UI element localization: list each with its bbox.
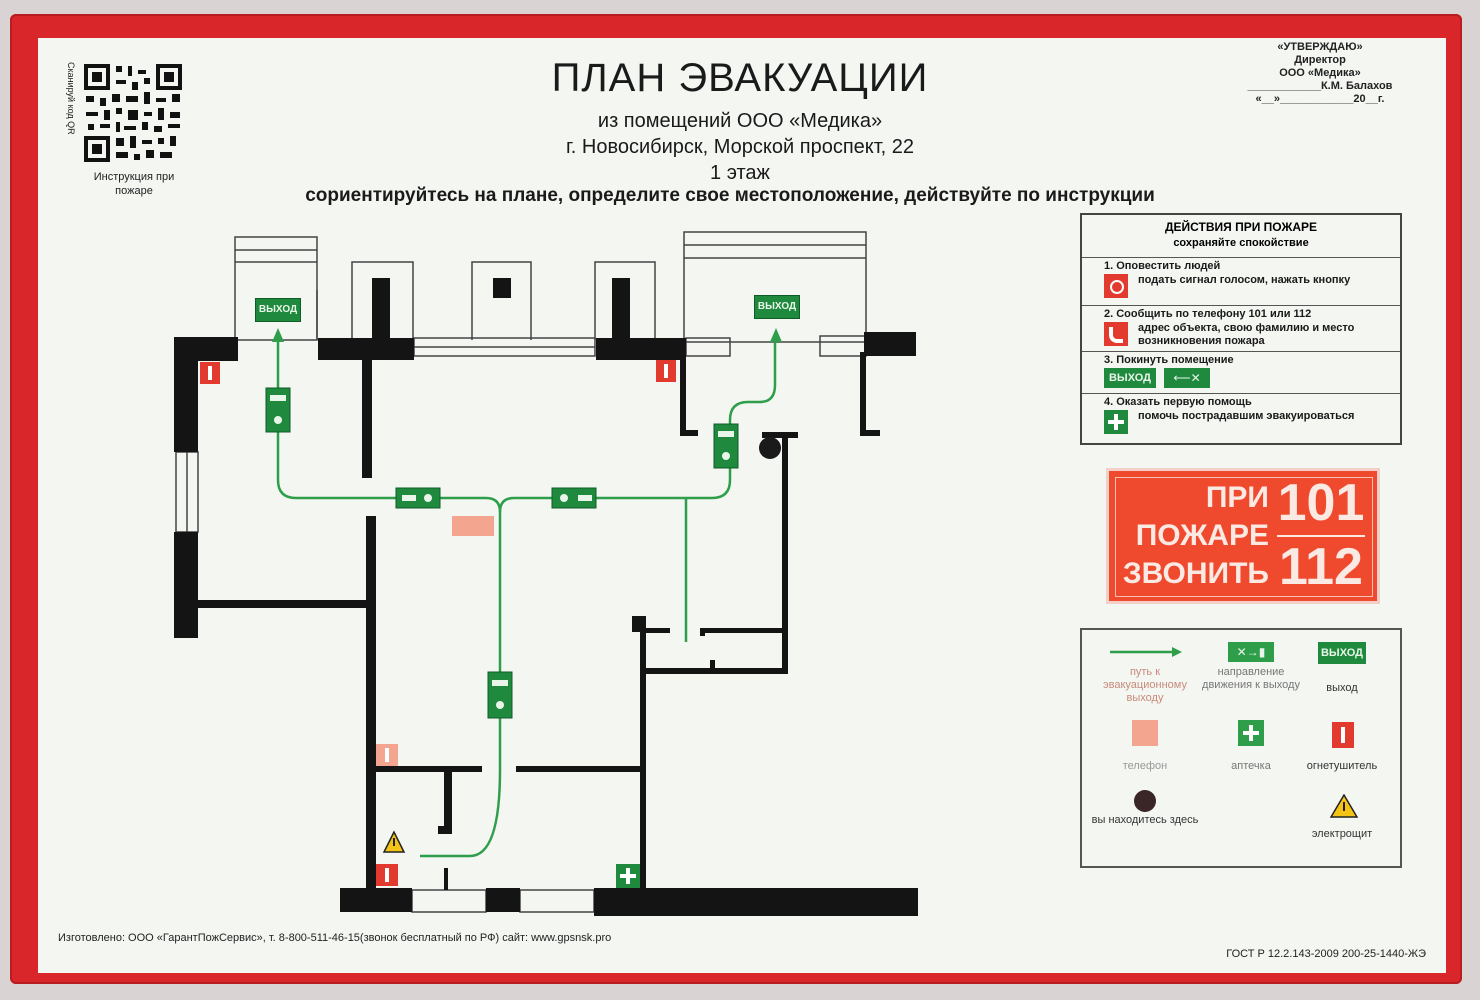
qr-side-text: Сканируй код QR [66, 62, 76, 135]
fire-call-number-112: 112 [1279, 538, 1363, 596]
floor-plan [174, 231, 918, 916]
extinguisher-icon [1332, 722, 1354, 748]
action-heading: 3. Покинуть помещение [1104, 354, 1234, 366]
fire-call-box: ПРИ ПОЖАРЕ ЗВОНИТЬ 101 112 [1106, 468, 1380, 604]
action-heading: 4. Оказать первую помощь [1104, 396, 1252, 408]
electrical-panel-icon [1330, 794, 1358, 818]
legend-panel-label: электрощит [1311, 828, 1373, 840]
exit-sign-right: ВЫХОД [754, 295, 800, 319]
subtitle-company: из помещений ООО «Медика» [597, 110, 883, 132]
fire-call-line1: ПРИ [1205, 481, 1269, 514]
fire-actions-box: ДЕЙСТВИЯ ПРИ ПОЖАРЕ сохраняйте спокойств… [1080, 213, 1402, 445]
exit-sign-icon: ВЫХОД [1318, 642, 1366, 664]
phone-icon [1104, 322, 1128, 346]
fire-call-number-101: 101 [1277, 474, 1365, 532]
first-aid-icon [1104, 410, 1128, 434]
action-step-4: 4. Оказать первую помощь помочь пострада… [1082, 393, 1400, 442]
legend-extinguisher-label: огнетушитель [1306, 760, 1378, 772]
exit-sign-left: ВЫХОД [255, 298, 301, 322]
action-text: подать сигнал голосом, нажать кнопку [1138, 274, 1351, 286]
approval-line: «УТВЕРЖДАЮ» [1277, 41, 1363, 53]
legend-direction-label: направление движения к выходу [1202, 666, 1300, 691]
direction-sign-icon [551, 487, 597, 509]
action-text: адрес объекта, свою фамилию и место возн… [1138, 322, 1355, 347]
walls [174, 278, 918, 916]
alarm-button-icon [1104, 274, 1128, 298]
extinguishers [200, 360, 676, 886]
direction-sign-icon [713, 423, 739, 469]
fire-call-line3: ЗВОНИТЬ [1122, 557, 1269, 590]
qr-caption: Инструкция при пожаре [93, 171, 175, 197]
route-arrow-icon [272, 328, 284, 342]
approval-block: «УТВЕРЖДАЮ» Директор ООО «Медика» ______… [1210, 41, 1430, 106]
footer-gost: ГОСТ Р 12.2.143-2009 200-25-1440-ЖЭ [1226, 948, 1426, 960]
phone-icon [452, 516, 494, 536]
legend-exit-label: выход [1326, 682, 1358, 694]
action-step-2: 2. Сообщить по телефону 101 или 112 адре… [1082, 305, 1400, 352]
exit-direction-icon: ⟵✕ [1164, 368, 1210, 388]
action-heading: 2. Сообщить по телефону 101 или 112 [1104, 308, 1312, 320]
you-are-here-icon [759, 437, 781, 459]
direction-sign-icon: ✕→▮ [1228, 642, 1274, 662]
route-arrow-icon [770, 328, 782, 342]
phone-icon [1132, 720, 1158, 746]
action-step-1: 1. Оповестить людей подать сигнал голосо… [1082, 257, 1400, 306]
subtitle-address: г. Новосибирск, Морской проспект, 22 [565, 136, 915, 158]
direction-signs [265, 387, 739, 719]
you-are-here-icon [1134, 790, 1156, 812]
evacuation-route [276, 340, 777, 858]
action-step-3: 3. Покинуть помещение ВЫХОД ⟵✕ [1082, 351, 1400, 394]
action-text: помочь пострадавшим эвакуироваться [1138, 410, 1355, 422]
exit-sign-icon: ВЫХОД [1104, 368, 1156, 388]
subtitle-floor: 1 этаж [710, 162, 770, 184]
direction-sign-icon [395, 487, 441, 509]
legend-phone-label: телефон [1122, 760, 1168, 772]
approval-line: ____________К.М. Балахов [1247, 80, 1393, 92]
action-heading: 1. Оповестить людей [1104, 260, 1221, 272]
direction-sign-icon [487, 671, 513, 719]
legend-route-label: путь к эвакуационному выходу [1103, 666, 1187, 704]
footer-maker: Изготовлено: ООО «ГарантПожСервис», т. 8… [58, 932, 612, 944]
fire-call-line2: ПОЖАРЕ [1135, 519, 1269, 552]
approval-line: «__»____________20__г. [1255, 93, 1385, 105]
direction-sign-icon [265, 387, 291, 433]
approval-line: ООО «Медика» [1279, 67, 1361, 79]
actions-subtitle: сохраняйте спокойствие [1173, 237, 1309, 249]
approval-line: Директор [1294, 54, 1346, 66]
route-arrow-icon [1110, 647, 1182, 657]
qr-code-icon[interactable] [82, 62, 184, 164]
first-aid-icon [1238, 720, 1264, 746]
actions-title: ДЕЙСТВИЯ ПРИ ПОЖАРЕ [1164, 220, 1318, 234]
electrical-panel-icon [382, 830, 406, 853]
legend-you-are-here-label: вы находитесь здесь [1091, 814, 1199, 826]
legend-first-aid-label: аптечка [1231, 760, 1271, 772]
instruction-text: сориентируйтесь на плане, определите сво… [305, 185, 1155, 206]
page-title: ПЛАН ЭВАКУАЦИИ [551, 56, 929, 100]
first-aid-icon [616, 864, 640, 888]
legend-box: путь к эвакуационному выходу ✕→▮ направл… [1080, 628, 1402, 868]
